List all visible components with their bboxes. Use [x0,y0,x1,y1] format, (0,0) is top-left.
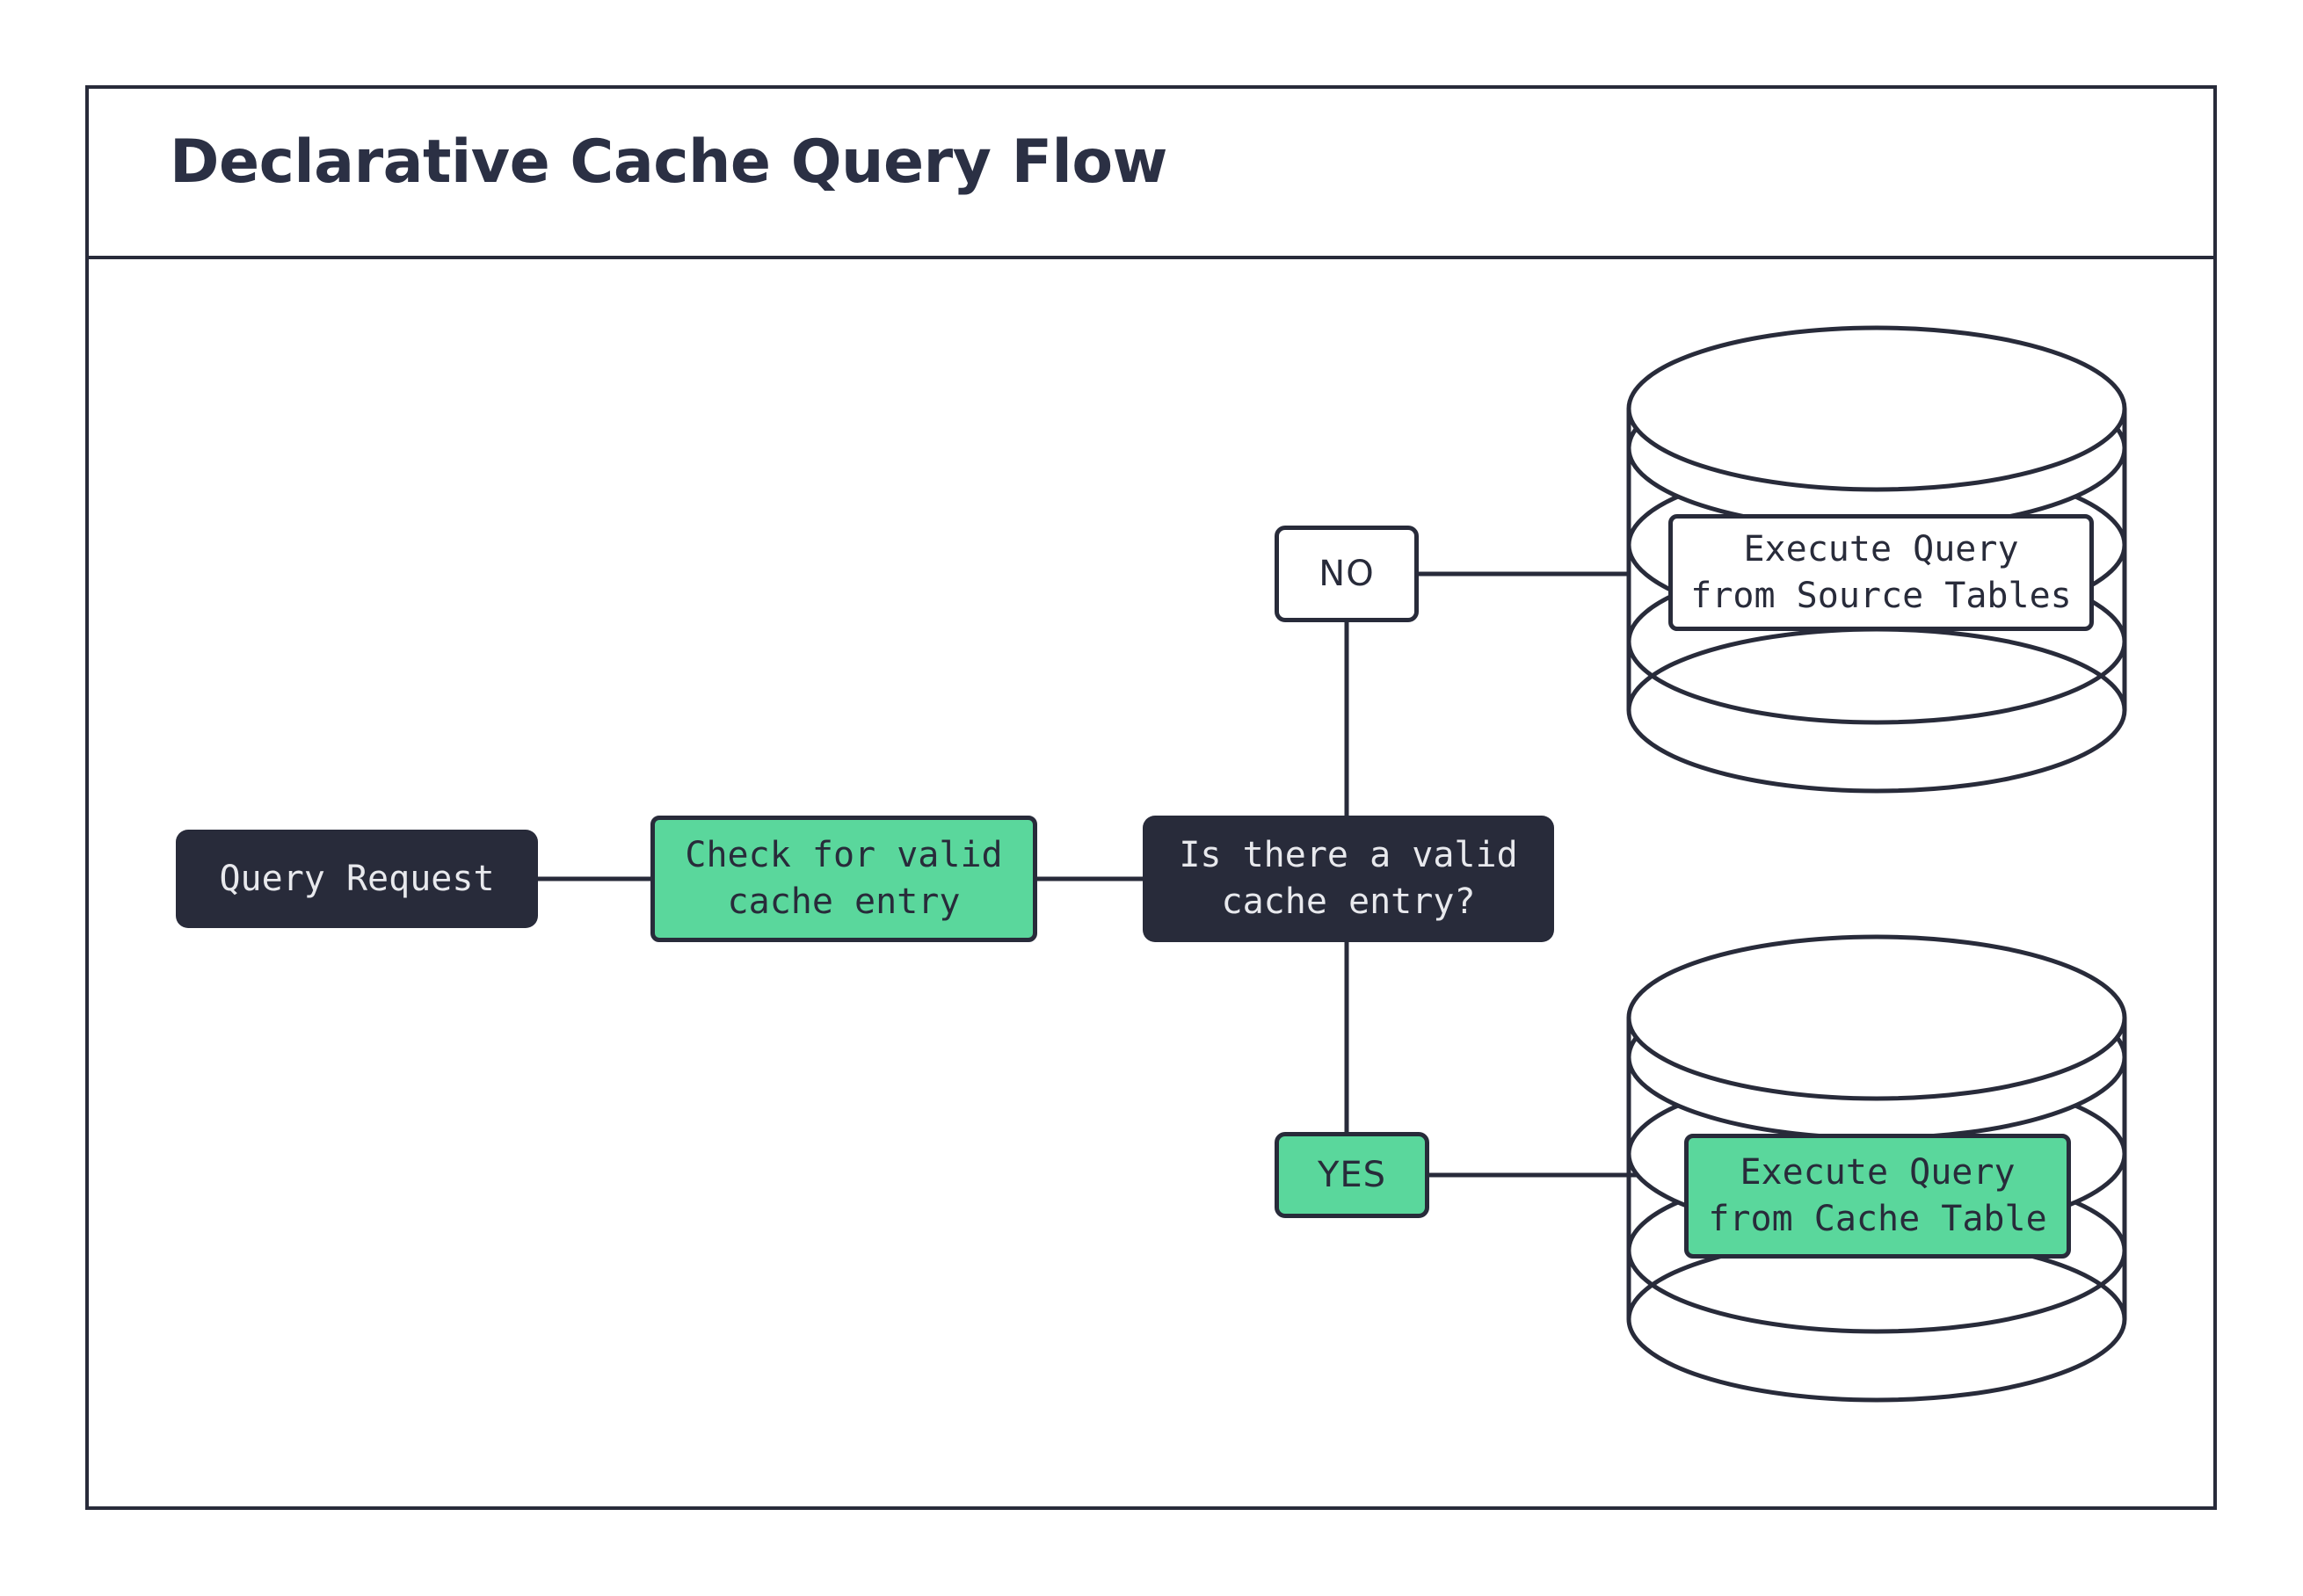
node-decision-label: Is there a valid cache entry? [1179,835,1518,922]
node-execute-query-cache-label: Execute Query from Cache Table [1708,1152,2047,1239]
branch-label-yes-text: YES [1317,1155,1387,1195]
node-check-cache-label: Check for valid cache entry [685,835,1003,922]
node-query-request-label: Query Request [219,858,495,899]
node-execute-query-cache[interactable]: Execute Query from Cache Table [1684,1134,2071,1259]
node-check-cache[interactable]: Check for valid cache entry [650,816,1037,942]
branch-label-yes[interactable]: YES [1275,1132,1429,1218]
page-title: Declarative Cache Query Flow [170,127,1167,197]
title-bar: Declarative Cache Query Flow [85,85,2217,259]
branch-label-no-text: NO [1319,554,1375,594]
node-query-request[interactable]: Query Request [176,830,538,928]
node-decision-valid-cache[interactable]: Is there a valid cache entry? [1143,816,1554,942]
branch-label-no[interactable]: NO [1275,526,1419,622]
node-execute-query-source-label: Execute Query from Source Tables [1690,528,2072,616]
node-execute-query-source[interactable]: Execute Query from Source Tables [1668,514,2094,631]
